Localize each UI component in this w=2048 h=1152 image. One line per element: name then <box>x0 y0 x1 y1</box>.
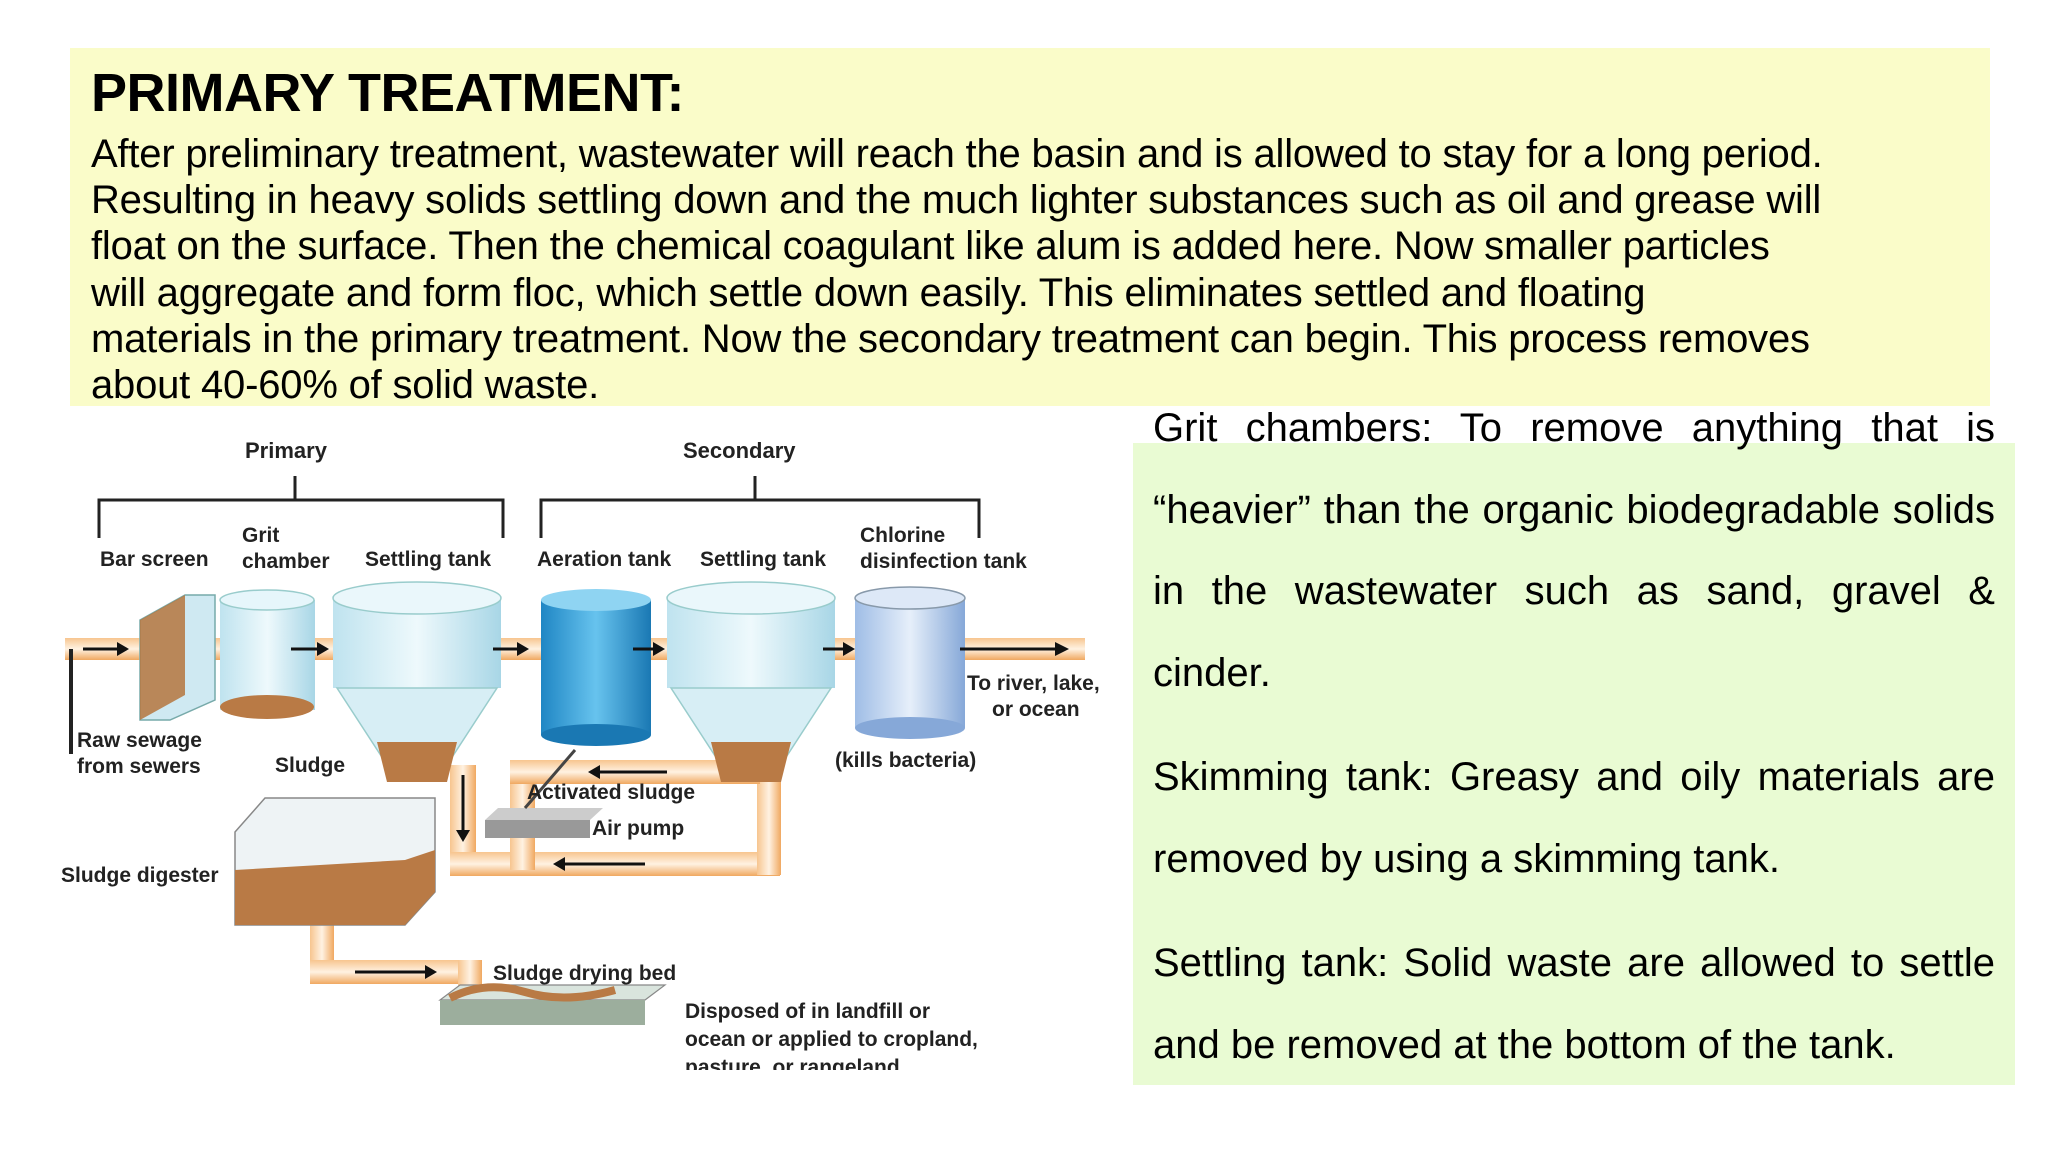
intro-line: about 40-60% of solid waste. <box>91 363 600 408</box>
page-title: PRIMARY TREATMENT: <box>91 63 685 123</box>
grit-label: Grit <box>242 524 279 547</box>
settling-tank-label: Settling tank <box>365 548 491 571</box>
drying-bed <box>438 983 667 1025</box>
activated-sludge-label: Activated sludge <box>527 781 695 804</box>
air-pump <box>485 749 603 838</box>
treatment-process-diagram: Primary Secondary Bar screen Grit chambe… <box>55 420 1115 1079</box>
intro-line: Resulting in heavy solids settling down … <box>91 178 1822 223</box>
settling-tank-2-label: Settling tank <box>700 548 826 571</box>
primary-bracket <box>97 476 505 538</box>
grit-chamber <box>219 589 315 719</box>
settling-tank-note: Settling tank: Solid waste are allowed t… <box>1153 941 1995 1067</box>
chlorine-tank <box>854 586 966 739</box>
intro-line: will aggregate and form floc, which sett… <box>91 270 1646 315</box>
intro-line: After preliminary treatment, wastewater … <box>91 132 1823 176</box>
grit-label-line2: chamber <box>242 550 330 573</box>
chlorine-label-line2: disinfection tank <box>860 550 1027 573</box>
primary-label: Primary <box>245 438 328 463</box>
sludge-digester <box>234 797 436 926</box>
settling-tank-1 <box>332 581 502 782</box>
intro-highlight-box <box>70 48 1990 406</box>
raw-sewage-label: Raw sewage <box>77 729 202 752</box>
settling-tank-2 <box>666 581 836 782</box>
side-notes: Grit chambers: To remove anything that i… <box>1153 388 1995 1109</box>
intro-paragraph: After preliminary treatment, wastewater … <box>91 131 1991 408</box>
aeration-tank-label: Aeration tank <box>537 548 672 571</box>
flow-arrows <box>83 642 1069 979</box>
secondary-label: Secondary <box>683 438 796 463</box>
skimming-tank-note: Skimming tank: Greasy and oily materials… <box>1153 755 1995 881</box>
notes-highlight-box <box>1133 443 2015 1085</box>
sludge-digester-label: Sludge digester <box>61 864 219 887</box>
intro-line: materials in the primary treatment. Now … <box>91 316 1810 361</box>
aeration-tank <box>541 589 651 746</box>
disposed-label-line3: pasture, or rangeland <box>685 1056 900 1070</box>
intro-line: float on the surface. Then the chemical … <box>91 224 1770 269</box>
disposed-label: Disposed of in landfill or <box>685 1000 930 1023</box>
secondary-bracket <box>539 476 981 538</box>
kills-bacteria-label: (kills bacteria) <box>835 749 976 772</box>
bar-screen-label: Bar screen <box>100 548 209 571</box>
chlorine-label: Chlorine <box>860 524 945 547</box>
raw-sewage-line <box>69 649 73 754</box>
grit-chamber-note: Grit chambers: To remove anything that i… <box>1153 406 1995 695</box>
bar-screen <box>139 594 216 721</box>
disposed-label-line2: ocean or applied to cropland, <box>685 1028 978 1051</box>
river-label: To river, lake, <box>967 672 1100 695</box>
drying-bed-label: Sludge drying bed <box>493 962 676 985</box>
air-pump-label: Air pump <box>592 817 684 840</box>
raw-sewage-label-line2: from sewers <box>77 755 201 778</box>
river-label-line2: or ocean <box>992 698 1080 721</box>
sludge-label: Sludge <box>275 754 345 777</box>
